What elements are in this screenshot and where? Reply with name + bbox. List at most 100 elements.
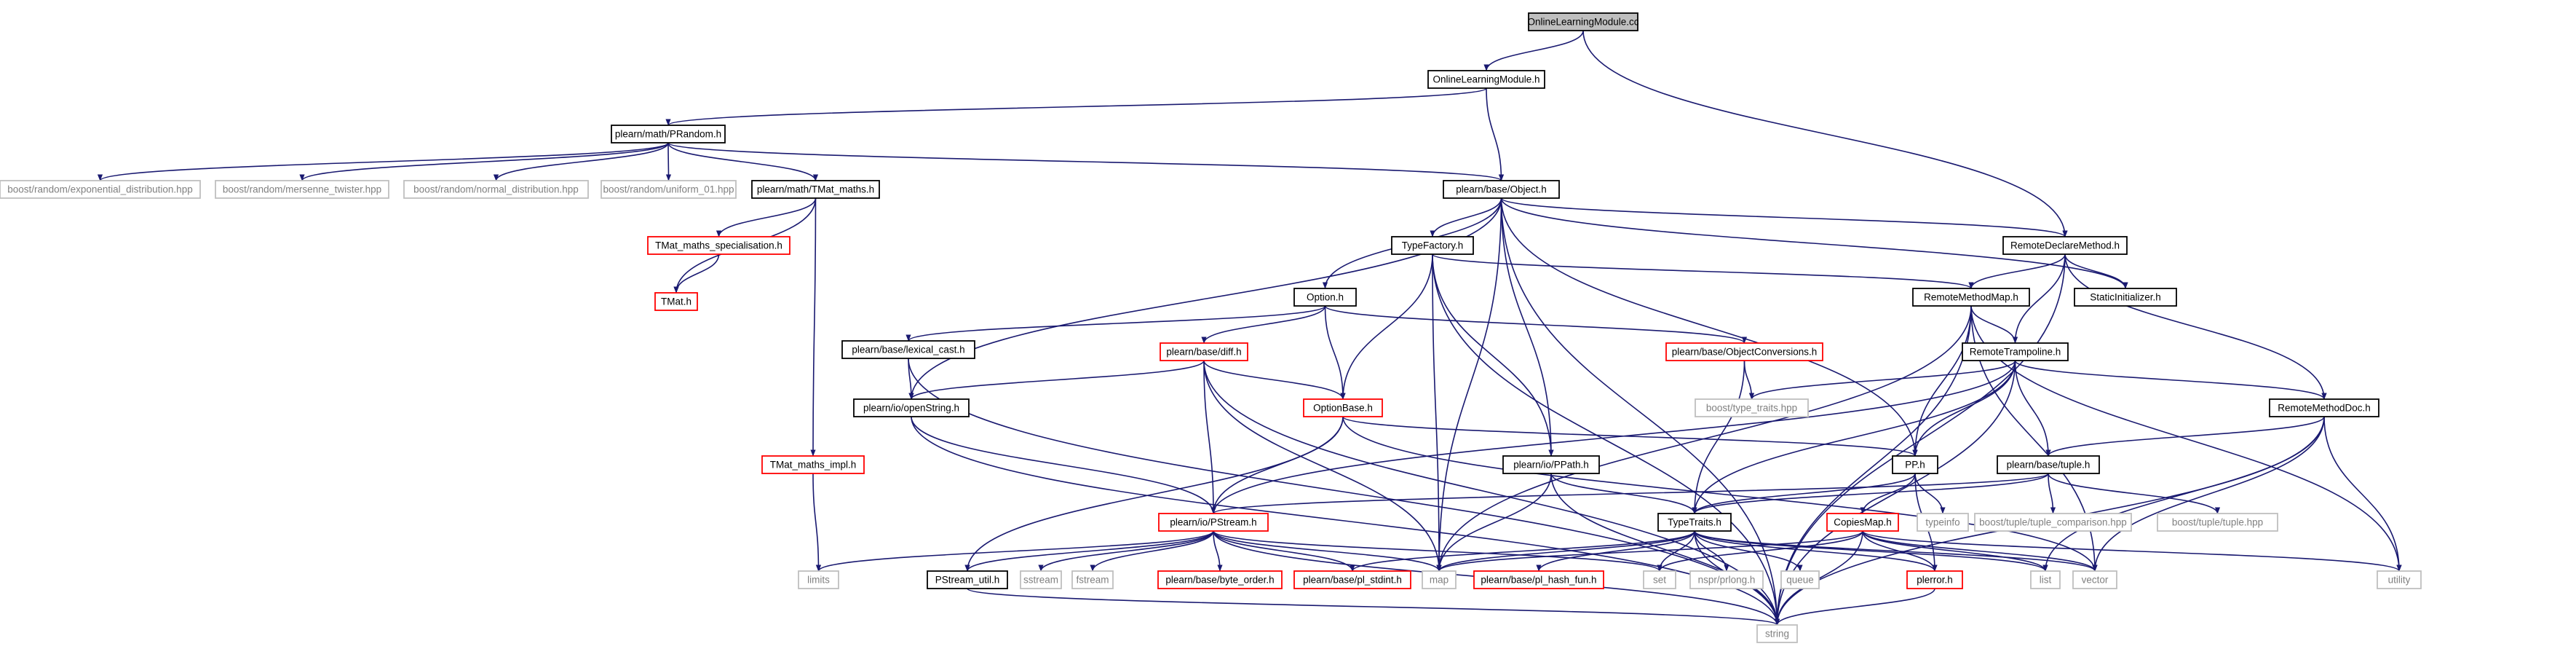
node-ppath[interactable]: plearn/io/PPath.h (1502, 455, 1600, 474)
node-optionbase[interactable]: OptionBase.h (1303, 398, 1383, 417)
node-box (1157, 570, 1283, 589)
edge-option-to-diff (1201, 305, 1326, 344)
node-uniform01[interactable]: boost/random/uniform_01.hpp (601, 180, 737, 199)
node-prandom[interactable]: plearn/math/PRandom.h (611, 125, 726, 143)
edge-option-to-objconv (1324, 305, 1747, 344)
node-box (2157, 513, 2278, 532)
node-box (1293, 288, 1357, 307)
node-box (0, 180, 201, 199)
node-staticinit[interactable]: StaticInitializer.h (2074, 288, 2177, 307)
node-mersenne[interactable]: boost/random/mersenne_twister.hpp (215, 180, 389, 199)
node-tuple[interactable]: plearn/base/tuple.h (1997, 455, 2100, 474)
edge-rmdoc-to-utility (2323, 416, 2402, 572)
node-label: TMat_maths_specialisation.h (655, 240, 782, 251)
node-typeinfo[interactable]: typeinfo (1917, 513, 1969, 532)
node-limits[interactable]: limits (798, 570, 839, 589)
node-tuple-hpp[interactable]: boost/tuple/tuple.hpp (2157, 513, 2278, 532)
node-box (1528, 12, 1638, 31)
node-label: sstream (1023, 575, 1058, 586)
edge-rtramp-to-typetraits-hpp (1749, 360, 2016, 400)
node-lexcast[interactable]: plearn/base/lexical_cast.h (841, 340, 975, 359)
node-box (1657, 513, 1732, 532)
edge-tuple-to-tuple-hpp (2048, 473, 2221, 514)
node-byte-order[interactable]: plearn/base/byte_order.h (1157, 570, 1283, 589)
node-nspr[interactable]: nspr/prlong.h (1689, 570, 1764, 589)
node-label: fstream (1076, 575, 1109, 586)
node-pstream[interactable]: plearn/io/PStream.h (1158, 513, 1269, 532)
edge-rmm-to-string (1774, 305, 1972, 626)
node-string[interactable]: string (1756, 624, 1798, 643)
node-label: plearn/io/PPath.h (1513, 460, 1589, 471)
node-box (1892, 455, 1938, 474)
edge-rtramp-to-rmdoc (2014, 360, 2327, 400)
edge-root-to-rdm (1582, 30, 2068, 237)
edge-tmat-maths-to-tmat-spec (716, 197, 817, 237)
node-typetraits-hpp[interactable]: boost/type_traits.hpp (1695, 398, 1809, 417)
node-tmat[interactable]: TMat.h (654, 292, 698, 311)
node-box (1997, 455, 2100, 474)
edge-rtramp-to-pp (1912, 360, 2016, 457)
node-rdm[interactable]: RemoteDeclareMethod.h (2002, 236, 2128, 255)
node-pl-stdint[interactable]: plearn/base/pl_stdint.h (1293, 570, 1411, 589)
node-typetraits[interactable]: TypeTraits.h (1657, 513, 1732, 532)
edge-ppath-to-map (1436, 473, 1552, 572)
node-normal-dist[interactable]: boost/random/normal_distribution.hpp (403, 180, 589, 199)
edge-root-to-olm-h (1483, 30, 1584, 71)
node-copiesmap[interactable]: CopiesMap.h (1826, 513, 1899, 532)
node-label: RemoteDeclareMethod.h (2010, 240, 2120, 251)
node-olm-h[interactable]: OnlineLearningModule.h (1427, 70, 1545, 89)
node-box (1160, 342, 1248, 361)
node-openstring[interactable]: plearn/io/openString.h (853, 398, 970, 417)
node-map[interactable]: map (1422, 570, 1457, 589)
node-rmdoc[interactable]: RemoteMethodDoc.h (2269, 398, 2379, 417)
node-diff[interactable]: plearn/base/diff.h (1160, 342, 1248, 361)
node-label: plerror.h (1917, 575, 1953, 586)
edge-tmat-spec-to-tmat (673, 253, 720, 294)
edge-tuple-to-pstream (1210, 473, 2049, 514)
node-pstream-util[interactable]: PStream_util.h (927, 570, 1008, 589)
node-tuple-cmp[interactable]: boost/tuple/tuple_comparison.hpp (1974, 513, 2132, 532)
node-rmm[interactable]: RemoteMethodMap.h (1912, 288, 2030, 307)
node-rtramp[interactable]: RemoteTrampoline.h (1962, 342, 2069, 361)
edge-rdm-to-staticinit (2064, 253, 2128, 289)
node-pl-hash-fun[interactable]: plearn/base/pl_hash_fun.h (1473, 570, 1604, 589)
edge-option-to-optionbase (1324, 305, 1346, 400)
node-utility[interactable]: utility (2377, 570, 2422, 589)
node-tmat-maths[interactable]: plearn/math/TMat_maths.h (751, 180, 880, 199)
node-root[interactable]: OnlineLearningModule.cc (1527, 12, 1639, 31)
node-queue[interactable]: queue (1780, 570, 1820, 589)
node-plerror[interactable]: plerror.h (1906, 570, 1963, 589)
edges-layer (98, 30, 2402, 626)
node-label: plearn/io/openString.h (863, 403, 959, 414)
node-fstream[interactable]: fstream (1071, 570, 1114, 589)
node-object[interactable]: plearn/base/Object.h (1443, 180, 1560, 199)
node-vector[interactable]: vector (2072, 570, 2117, 589)
node-sstream[interactable]: sstream (1020, 570, 1062, 589)
node-typefactory[interactable]: TypeFactory.h (1391, 236, 1474, 255)
edge-diff-to-map (1203, 360, 1442, 572)
node-label: Option.h (1307, 292, 1344, 303)
edge-pstream-to-fstream (1090, 530, 1214, 572)
edge-diff-to-openstring (908, 360, 1205, 400)
node-pp[interactable]: PP.h (1892, 455, 1938, 474)
node-tmat-impl[interactable]: TMat_maths_impl.h (761, 455, 865, 474)
node-objconv[interactable]: plearn/base/ObjectConversions.h (1665, 342, 1823, 361)
edge-copiesmap-to-map (1436, 530, 1863, 572)
node-label: TMat_maths_impl.h (770, 460, 857, 471)
node-tmat-spec[interactable]: TMat_maths_specialisation.h (647, 236, 790, 255)
edge-optionbase-to-pp (1342, 416, 1918, 457)
node-label: PP.h (1905, 460, 1925, 471)
edge-typetraits-to-pl-stdint (1350, 530, 1695, 572)
edge-pstream-util-to-string (967, 588, 1780, 626)
edge-typetraits-to-vector (1694, 530, 2098, 572)
node-list[interactable]: list (2030, 570, 2061, 589)
edge-objconv-to-typetraits (1692, 360, 1745, 514)
node-set[interactable]: set (1643, 570, 1676, 589)
node-option[interactable]: Option.h (1293, 288, 1357, 307)
edge-rmm-to-pp (1912, 305, 1972, 457)
node-label: CopiesMap.h (1834, 517, 1892, 528)
node-box (1422, 570, 1457, 589)
node-exp-dist[interactable]: boost/random/exponential_distribution.hp… (0, 180, 201, 199)
node-box (601, 180, 737, 199)
node-label: plearn/math/TMat_maths.h (757, 184, 874, 195)
